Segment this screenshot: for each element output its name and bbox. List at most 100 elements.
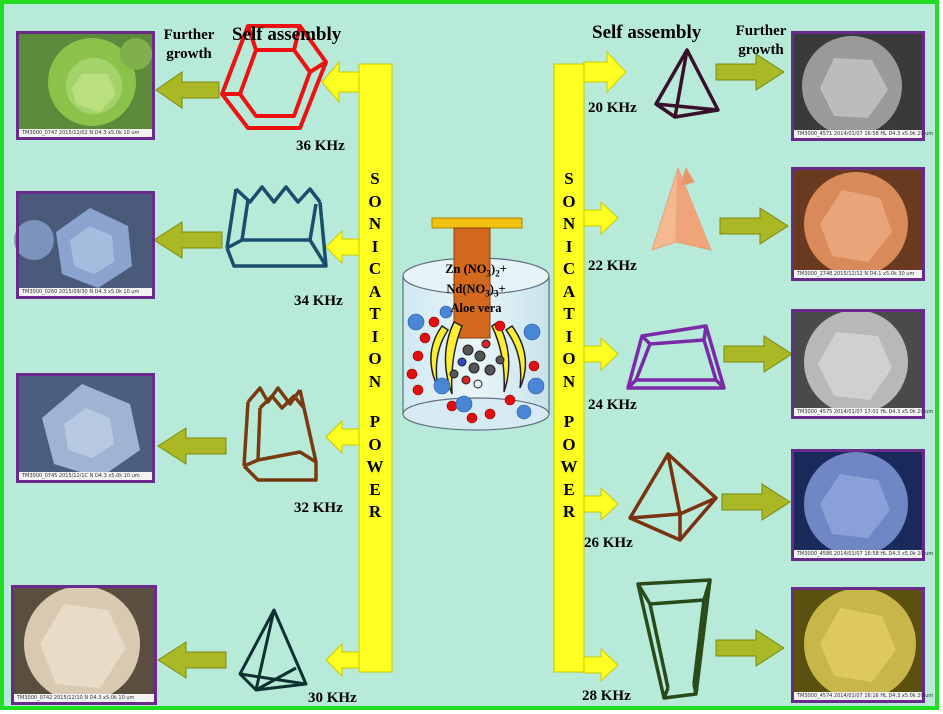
sem-caption: TM3000_4574 2014/01/07 16:16 HL D4.3 x5.… (794, 692, 933, 700)
aloe-leaves (430, 320, 527, 395)
sem-image-34khz: TM3000_0260 2015/09/30 N D4.3 x5.0k 10 u… (16, 191, 155, 299)
branch-arrow-28 (583, 647, 619, 683)
letter: T (369, 304, 381, 323)
freq-label-30: 30 KHz (308, 690, 357, 706)
letter: S (370, 169, 380, 188)
letter: I (371, 326, 379, 346)
diagram-graphics (14, 24, 922, 702)
sem-photo-graphics (14, 34, 922, 702)
sem-caption: TM3000_2748 2015/12/12 N D4.1 x5.0k 30 u… (794, 270, 922, 278)
letter: W (560, 457, 578, 476)
sem-caption: TM3000_0745 2015/12/1C N D4.3 x5.0k 10 u… (19, 472, 152, 480)
sem-image-32khz: TM3000_0745 2015/12/1C N D4.3 x5.0k 10 u… (16, 373, 155, 483)
growth-arrow-left-3 (157, 427, 227, 465)
shape-trapezoid-prism (626, 324, 726, 390)
letter: R (368, 502, 382, 521)
reactor-line-zn: Zn (NO3)2+ (445, 262, 507, 279)
growth-arrow-left-1 (155, 71, 220, 109)
shape-serrated-box (242, 386, 318, 482)
letter: A (368, 281, 382, 301)
further-growth-left-label: Further growth (163, 27, 215, 62)
shape-pyramid (238, 608, 308, 692)
sem-image-22khz: TM3000_2748 2015/12/12 N D4.1 x5.0k 30 u… (791, 167, 925, 281)
ions-blue (407, 305, 545, 420)
reactor-vessel (402, 217, 550, 431)
branch-arrow-22 (583, 200, 619, 236)
reactor-line-nd: Nd(NO3)3+ (446, 281, 506, 299)
freq-label-22: 22 KHz (588, 258, 637, 274)
letter: N (368, 214, 382, 233)
branch-arrow-30 (325, 642, 360, 678)
branch-arrow-20 (583, 50, 627, 94)
sonicator-probe (453, 227, 491, 339)
right-sonication-bar (553, 63, 585, 673)
branch-arrow-24 (583, 336, 619, 372)
sem-image-30khz: TM3000_0742 2015/12/10 N D4.3 x5.0k 10 u… (11, 585, 157, 705)
shape-solid-tetrahedron (651, 166, 712, 251)
sem-image-24khz: TM3000_4575 2014/01/07 17:01 HL D4.3 x5.… (791, 309, 933, 419)
shape-serrated-frustum (225, 185, 328, 268)
letter: S (564, 169, 574, 188)
freq-label-32: 32 KHz (294, 500, 343, 516)
growth-arrow-left-2 (153, 221, 223, 259)
sem-caption: TM3000_0747 2015/12/02 N D4.3 x5.0k 10 u… (19, 129, 152, 137)
freq-label-26: 26 KHz (584, 535, 633, 551)
letter: O (562, 349, 576, 368)
letter: N (562, 371, 576, 391)
sem-caption: TM3000_4571 2014/01/07 16:58 HL D4.3 x5.… (794, 130, 933, 138)
letter: O (562, 191, 576, 211)
letter: O (368, 434, 382, 454)
letter: A (562, 281, 576, 301)
letter: E (369, 479, 381, 499)
growth-arrow-right-1 (715, 53, 785, 91)
growth-arrow-left-4 (157, 641, 227, 679)
letter: O (562, 434, 576, 454)
growth-arrow-right-2 (719, 207, 789, 245)
sem-image-20khz: TM3000_4571 2014/01/07 16:58 HL D4.3 x5.… (791, 31, 933, 141)
letter: C (368, 259, 382, 278)
sem-image-28khz: TM3000_4574 2014/01/07 16:16 HL D4.3 x5.… (791, 587, 933, 703)
probe-cap (431, 217, 523, 229)
sem-caption: TM3000_0260 2015/09/30 N D4.3 x5.0k 10 u… (19, 288, 152, 296)
letter: R (562, 502, 576, 521)
sem-caption: TM3000_0742 2015/12/10 N D4.3 x5.0k 10 u… (14, 694, 154, 702)
growth-arrow-right-3 (723, 335, 793, 373)
letter: P (563, 412, 575, 431)
freq-label-36: 36 KHz (296, 138, 345, 154)
letter: P (369, 412, 381, 431)
letter: O (368, 191, 382, 211)
molecule-cluster (449, 339, 505, 389)
reactor-line-aloe: Aloe vera (450, 301, 502, 315)
letter: W (366, 457, 384, 476)
freq-label-34: 34 KHz (294, 293, 343, 309)
growth-arrow-right-4 (721, 483, 791, 521)
letter: C (562, 259, 576, 278)
left-growth-arrows (153, 71, 227, 679)
sem-image-26khz: TM3000_4586 2014/01/07 16:58 HL D4.3 x5.… (791, 449, 933, 561)
left-sonication-bar (358, 63, 393, 673)
letter: I (371, 236, 379, 256)
letter: N (562, 214, 576, 233)
branch-arrow-36 (321, 60, 360, 104)
freq-label-28: 28 KHz (582, 688, 631, 704)
shape-tetrahedron (654, 48, 720, 119)
letter: O (368, 349, 382, 368)
freq-label-24: 24 KHz (588, 397, 637, 413)
growth-arrow-right-5 (715, 629, 785, 667)
shape-hexagonal-prism (220, 24, 328, 130)
letter: T (563, 304, 575, 323)
branch-arrow-32 (325, 419, 360, 455)
freq-label-20: 20 KHz (588, 100, 637, 116)
ions-red (406, 316, 540, 424)
letter: I (565, 326, 573, 346)
shape-tapered-box (636, 578, 712, 700)
sem-image-36khz: TM3000_0747 2015/12/02 N D4.3 x5.0k 10 u… (16, 31, 155, 140)
right-branch-arrows (583, 50, 627, 683)
further-growth-right-label: Further growth (735, 23, 787, 58)
sem-caption: TM3000_4575 2014/01/07 17:01 HL D4.3 x5.… (794, 408, 933, 416)
sem-caption: TM3000_4586 2014/01/07 16:58 HL D4.3 x5.… (794, 550, 933, 558)
self-assembly-left-label: Self assembly (232, 24, 342, 45)
letter: I (565, 236, 573, 256)
